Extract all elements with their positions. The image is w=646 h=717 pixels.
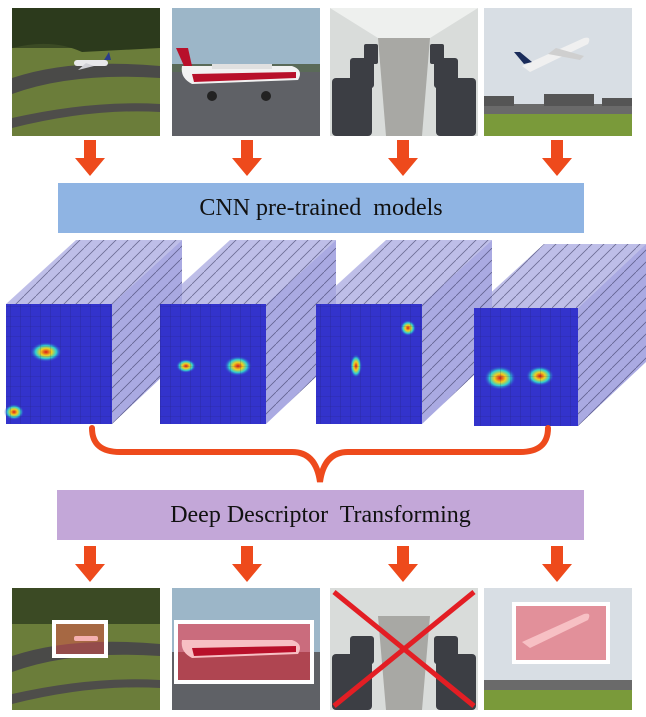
down-arrow-icon: [542, 546, 572, 582]
feature-map-cube: [160, 240, 336, 424]
airplane-icon: [514, 37, 590, 72]
result-cabin-rejected: [330, 588, 478, 710]
reject-cross-icon: [332, 590, 476, 708]
down-arrow-icon: [232, 546, 262, 582]
result-airplane-runway: [12, 588, 160, 710]
cnn-models-banner: CNN pre-trained models: [58, 183, 584, 233]
photo-airplane-runway: [12, 8, 160, 136]
ddt-banner: Deep Descriptor Transforming: [57, 490, 584, 540]
bounding-box: [174, 620, 314, 684]
down-arrow-icon: [388, 546, 418, 582]
bounding-box: [512, 602, 610, 664]
photo-small-plane: [172, 8, 320, 136]
down-arrow-icon: [232, 140, 262, 176]
feature-map-cube: [4, 240, 182, 424]
result-airliner: [484, 588, 632, 710]
down-arrow-icon: [388, 140, 418, 176]
feature-map-cube: [474, 244, 646, 426]
down-arrow-icon: [542, 140, 572, 176]
seat-rows-icon: [332, 44, 476, 136]
cnn-models-label: CNN pre-trained models: [199, 194, 443, 221]
photo-airliner-takeoff: [484, 8, 632, 136]
merge-brace: [89, 425, 551, 483]
feature-maps: [4, 240, 646, 426]
feature-map-cube: [316, 240, 492, 424]
ddt-label: Deep Descriptor Transforming: [170, 501, 471, 528]
airplane-icon: [176, 48, 300, 101]
down-arrow-icon: [75, 140, 105, 176]
photo-cabin-interior: [330, 8, 478, 136]
result-small-plane: [172, 588, 320, 710]
bounding-box: [52, 620, 108, 658]
terminal-buildings-icon: [484, 94, 632, 106]
down-arrow-icon: [75, 546, 105, 582]
airplane-icon: [74, 52, 111, 70]
